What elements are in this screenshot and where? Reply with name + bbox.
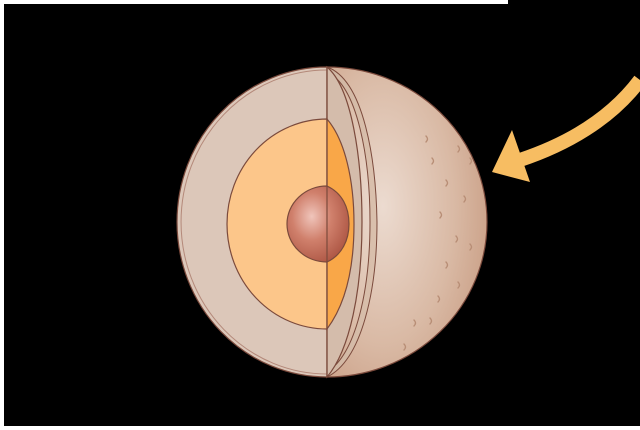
curved-arrow [520,80,640,160]
